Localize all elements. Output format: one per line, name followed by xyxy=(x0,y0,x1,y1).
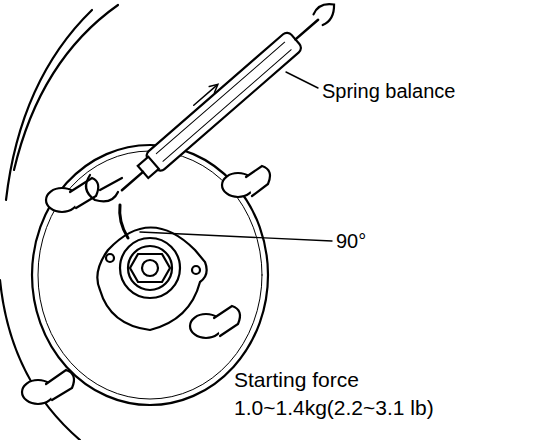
force-value: 1.0~1.4kg(2.2~3.1 lb) xyxy=(234,396,434,419)
angle-label: 90° xyxy=(336,230,366,252)
part-label: Spring balance xyxy=(322,80,455,102)
note-label: Starting force xyxy=(234,368,359,391)
